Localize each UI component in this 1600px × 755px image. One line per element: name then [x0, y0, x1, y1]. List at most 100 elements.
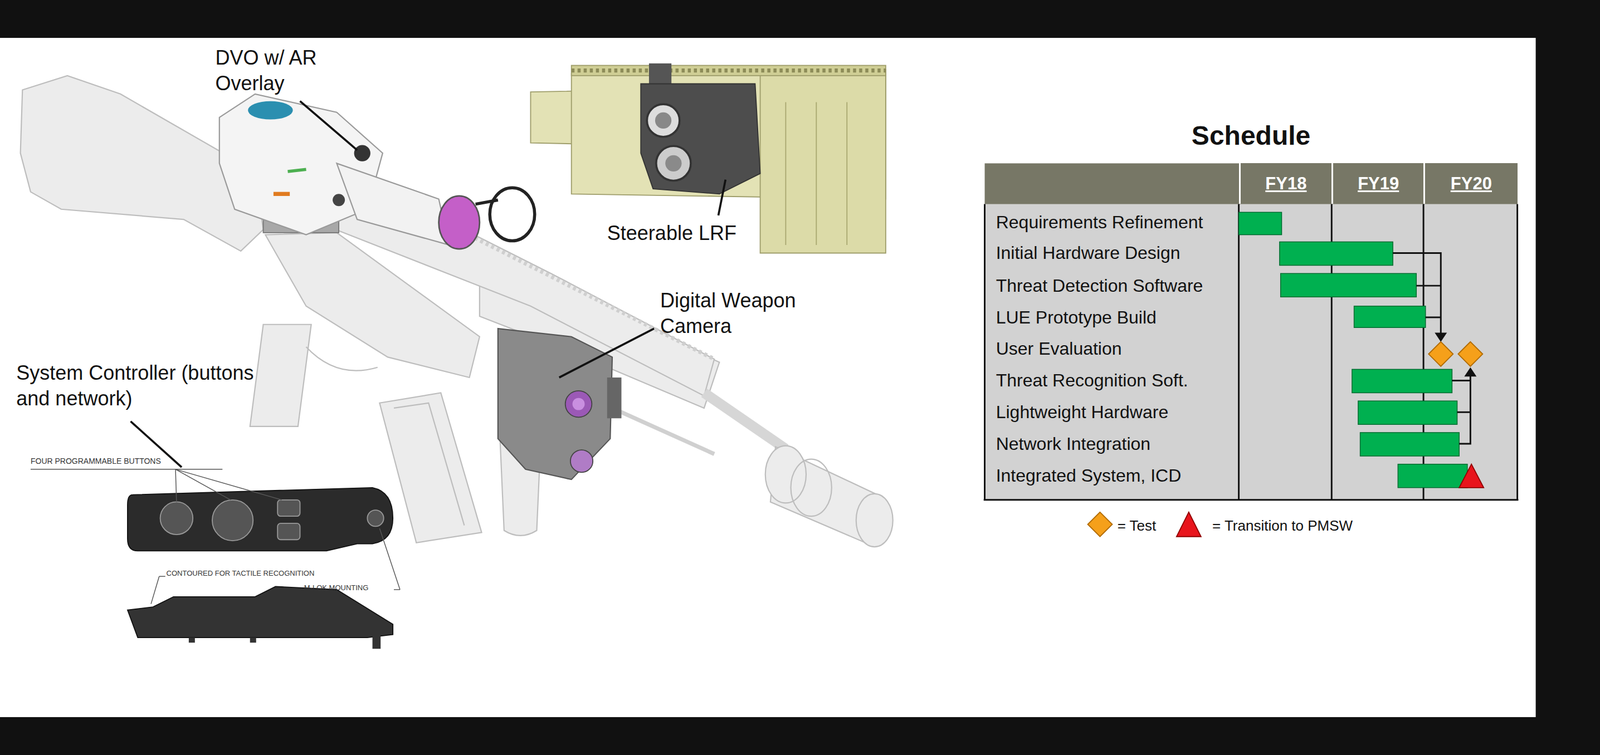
schedule-table [983, 204, 1519, 501]
fiscal-year-header: FY19 [1331, 163, 1424, 204]
lrf-inset [665, 155, 682, 172]
schedule-bar [1358, 401, 1458, 425]
task-label: Network Integration [996, 433, 1151, 455]
dvo-scope [475, 200, 499, 204]
rifle-illustration [856, 494, 894, 548]
dvo-scope [219, 94, 535, 250]
callout-label: Steerable LRF [607, 220, 737, 247]
transition-triangle [1459, 464, 1484, 489]
weapon-camera [607, 377, 622, 419]
schedule-bar [1360, 432, 1460, 457]
rifle-illustration [791, 459, 832, 517]
table-title: Schedule [984, 120, 1518, 151]
schedule-bar [1354, 306, 1426, 328]
lrf-inset [655, 112, 672, 129]
task-label: Threat Recognition Soft. [996, 370, 1189, 392]
dvo-scope [438, 196, 480, 250]
detail-note: M-LOK MOUNTING [304, 583, 369, 594]
system-controller [250, 637, 257, 643]
lrf-inset [846, 101, 848, 245]
fiscal-year-header: FY18 [1238, 163, 1333, 204]
fiscal-year-header: FY20 [1423, 163, 1518, 204]
leader-line [150, 576, 160, 604]
leader-line [130, 101, 726, 468]
dvo-scope [273, 192, 290, 197]
weapon-camera [572, 398, 585, 411]
task-label: User Evaluation [996, 338, 1123, 360]
leader-line [175, 469, 282, 501]
schedule-table [983, 499, 1519, 501]
schedule-bar [1352, 369, 1453, 393]
dvo-scope [247, 101, 294, 120]
leader-line [175, 469, 231, 501]
dependency-arrow [1451, 379, 1471, 382]
dependency-arrow [1392, 253, 1471, 445]
year-label: FY19 [1357, 173, 1399, 194]
weapon-camera [498, 328, 613, 480]
dependency-arrow [1457, 411, 1471, 414]
task-label: Requirements Refinement [996, 212, 1204, 233]
lrf-inset [656, 145, 691, 181]
task-label: Initial Hardware Design [996, 242, 1181, 264]
schedule-bar [1280, 273, 1417, 297]
dvo-scope [332, 193, 345, 207]
callout-label: DVO w/ AR Overlay [215, 45, 335, 98]
leader-line [718, 179, 726, 216]
schedule-bar [1279, 241, 1393, 266]
lrf-inset [571, 68, 886, 73]
leader-line [379, 528, 400, 590]
system-controller [127, 488, 393, 650]
lrf-inset [571, 65, 886, 76]
lrf-inset [784, 101, 787, 245]
test-diamond [1088, 512, 1113, 538]
leader-line [559, 328, 655, 378]
schedule-bar [1238, 212, 1468, 489]
legend-text: = Test [1117, 518, 1157, 535]
callout-label: System Controller (buttons and network) [16, 360, 256, 413]
system-controller [277, 523, 300, 540]
system-controller [188, 637, 195, 643]
weapon-camera [565, 391, 593, 418]
system-controller [127, 586, 393, 638]
task-label: Integrated System, ICD [996, 465, 1182, 486]
schedule-table [1237, 204, 1240, 501]
system-controller [277, 500, 300, 517]
leader-line [30, 469, 400, 605]
leader-line [30, 469, 223, 470]
task-label: Threat Detection Software [996, 275, 1204, 296]
schedule-table [984, 163, 1518, 204]
weapon-camera [498, 328, 622, 480]
weapon-camera [570, 450, 593, 473]
lrf-inset [649, 63, 672, 86]
task-label: Lightweight Hardware [996, 402, 1169, 423]
leader-line [159, 576, 166, 577]
dependency-arrow [1416, 285, 1441, 287]
system-controller [160, 501, 194, 535]
test-diamond [1457, 342, 1483, 367]
task-label: LUE Prototype Build [996, 306, 1157, 328]
leader-line [393, 589, 400, 590]
arrowhead [1434, 332, 1447, 342]
rifle-illustration [305, 347, 378, 372]
callout-label: Digital Weapon Camera [660, 288, 828, 341]
schedule-table [983, 163, 1519, 500]
test-diamond [1428, 342, 1453, 367]
rifle-illustration [393, 403, 465, 526]
system-controller [212, 500, 253, 541]
schedule-table [1516, 204, 1519, 501]
transition-triangle [1176, 464, 1484, 538]
lrf-inset [815, 101, 817, 245]
schedule-table [983, 204, 986, 501]
rifle-illustration [250, 324, 312, 427]
transition-triangle [1176, 512, 1202, 538]
year-label: FY20 [1450, 173, 1492, 194]
dvo-scope [354, 144, 371, 162]
dependency-arrow [1459, 374, 1471, 445]
rifle-illustration [612, 408, 715, 455]
rifle-illustration [765, 446, 807, 504]
system-controller [372, 635, 382, 650]
lrf-inset [760, 69, 886, 254]
rifle-illustration [379, 392, 482, 543]
